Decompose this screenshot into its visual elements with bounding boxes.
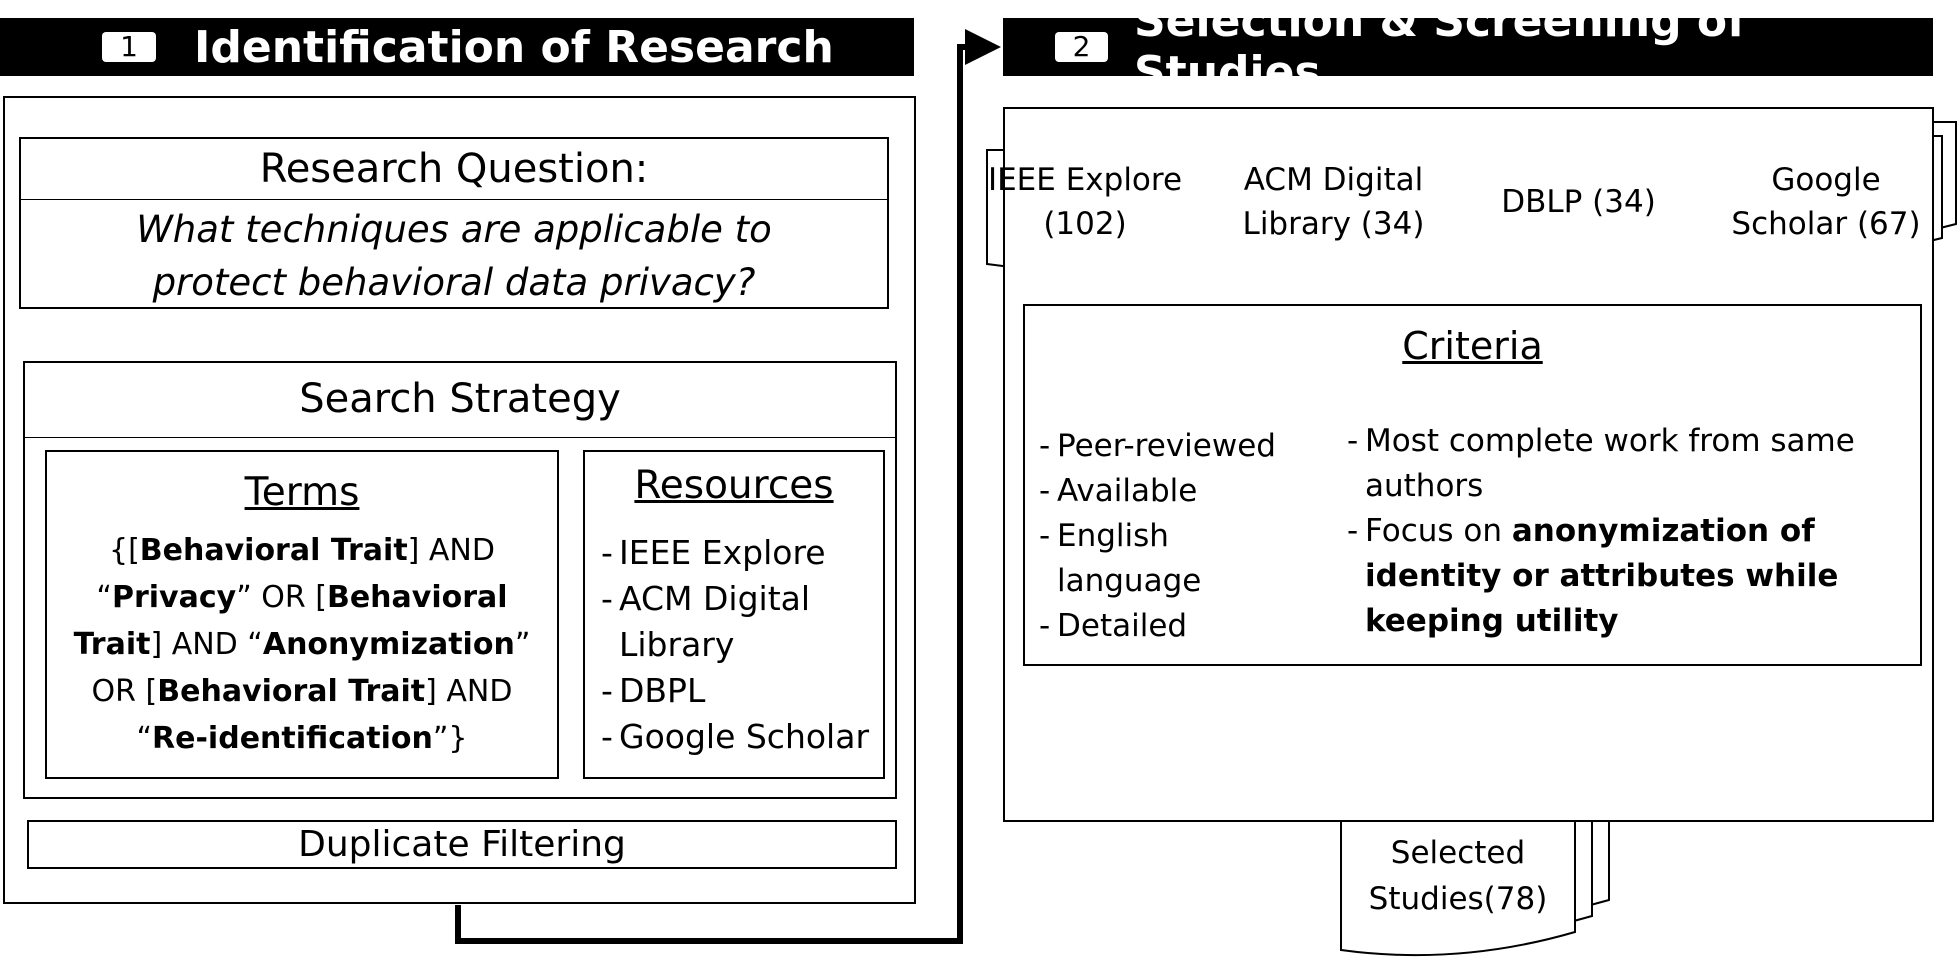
criteria-left-list: Peer-reviewed Available English language… [1037, 424, 1307, 649]
resources-box: Resources IEEE Explore ACM Digital Libra… [583, 450, 885, 779]
resource-item: ACM Digital Library [599, 576, 883, 668]
resource-item: Google Scholar [599, 714, 883, 760]
stage1-header: 1 Identification of Research [0, 18, 914, 76]
criteria-item: Available [1037, 469, 1307, 514]
stage2-title: Selection & Screening of Studies [1133, 0, 1747, 98]
duplicate-filtering-box: Duplicate Filtering [27, 820, 897, 869]
criteria-item: Most complete work from same authors [1345, 419, 1885, 509]
selected-doc-stack [1340, 767, 1610, 957]
resources-list: IEEE Explore ACM Digital Library DBPL Go… [599, 530, 883, 760]
source-label-ieee: IEEE Explore(102) [987, 162, 1183, 242]
criteria-item: English language [1037, 514, 1307, 604]
research-question-text: What techniques are applicable to protec… [136, 208, 772, 304]
stage2-number-badge: 2 [1055, 32, 1108, 62]
terms-query: {[Behavioral Trait] AND “Privacy” OR [Be… [73, 533, 531, 756]
terms-box: Terms {[Behavioral Trait] AND “Privacy” … [45, 450, 559, 779]
resources-heading: Resources [634, 463, 834, 508]
terms-heading: Terms [244, 470, 360, 515]
criteria-right-list: Most complete work from same authors Foc… [1345, 419, 1885, 644]
search-strategy-heading: Search Strategy [25, 363, 895, 438]
research-question-box: Research Question: What techniques are a… [19, 137, 889, 309]
criteria-box: Criteria Peer-reviewed Available English… [1023, 304, 1922, 666]
criteria-item-focus: Focus on anonymization of identity or at… [1345, 509, 1885, 644]
criteria-item: Peer-reviewed [1037, 424, 1307, 469]
source-label-dblp: DBLP (34) [1501, 184, 1656, 220]
stage1-number-badge: 1 [102, 32, 156, 62]
criteria-item: Detailed [1037, 604, 1307, 649]
stage1-title: Identification of Research [194, 21, 834, 73]
resource-item: IEEE Explore [599, 530, 883, 576]
stage-connector-arrow [455, 29, 1001, 944]
criteria-heading: Criteria [1402, 324, 1543, 368]
research-question-heading: Research Question: [21, 139, 887, 200]
stage2-header: 2 Selection & Screening of Studies [1003, 0, 1933, 98]
resource-item: DBPL [599, 668, 883, 714]
